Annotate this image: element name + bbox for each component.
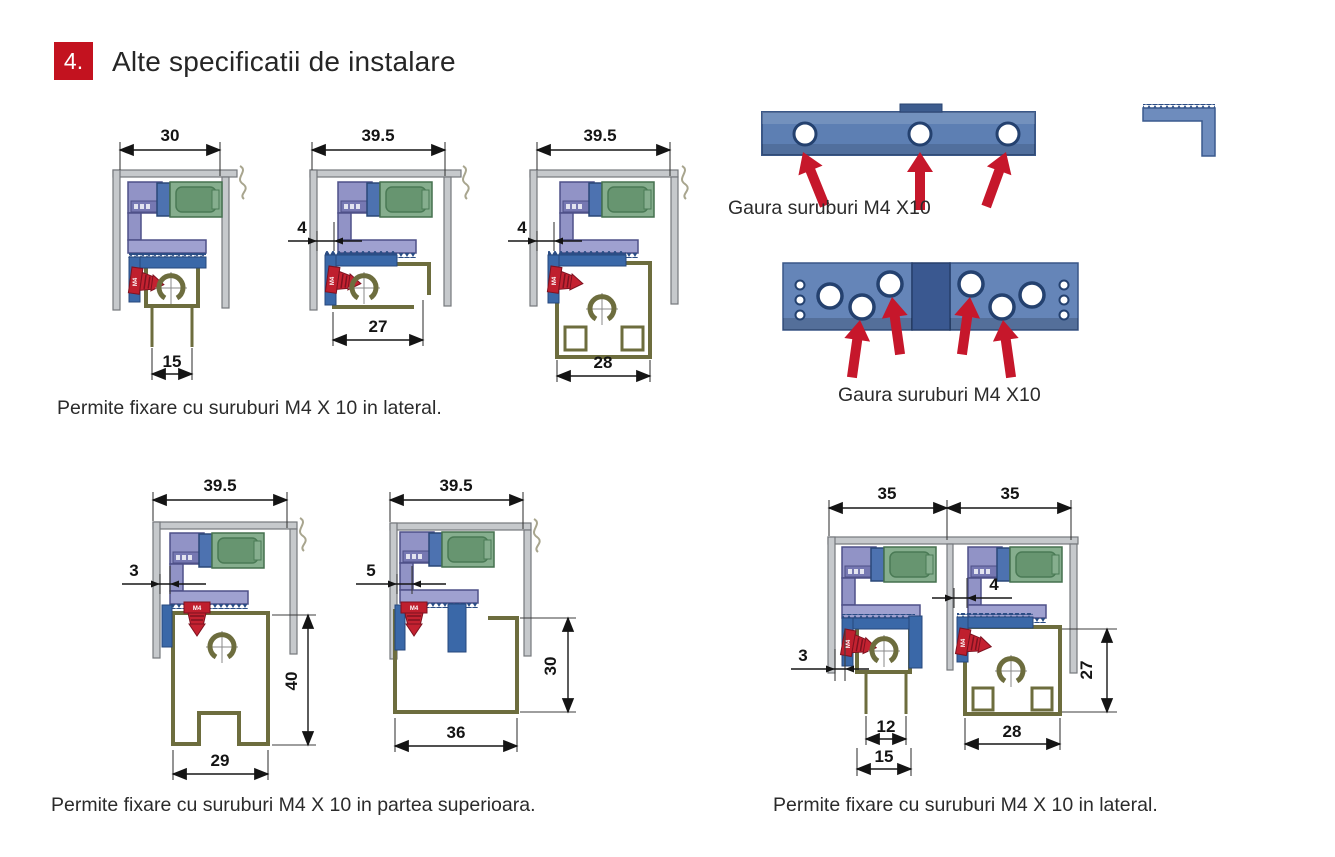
screw-hole [816, 282, 844, 310]
dimension: 39.5 [388, 476, 525, 529]
roller-head [559, 181, 655, 259]
dimension: 27 [331, 300, 425, 347]
svg-text:M4: M4 [410, 606, 419, 612]
screw-hole [957, 270, 985, 298]
dimension: 12 [864, 716, 908, 746]
dimension: 39.5 [535, 126, 672, 176]
cross-section-d5: M4 39.5 5 30 [356, 476, 576, 753]
dimension: 4 [508, 218, 582, 251]
svg-text:M4: M4 [133, 277, 139, 286]
dimension: 3 [122, 561, 206, 594]
cross-section-d4: M4 39.5 3 40 [122, 476, 316, 781]
svg-text:27: 27 [1077, 661, 1096, 680]
mounting-bar-three-holes: Gaura suruburi M4 X10 [728, 103, 1036, 219]
svg-text:4: 4 [297, 218, 307, 237]
svg-text:M4: M4 [552, 276, 558, 285]
screw-hole [907, 121, 933, 147]
svg-text:3: 3 [798, 646, 807, 665]
screw-hole [988, 293, 1016, 321]
svg-text:30: 30 [541, 657, 560, 676]
svg-text:28: 28 [1003, 722, 1022, 741]
pointer-arrow [973, 147, 1019, 211]
dimension: 39.5 [310, 126, 447, 176]
svg-text:29: 29 [211, 751, 230, 770]
roller-head [967, 546, 1063, 624]
svg-text:30: 30 [161, 126, 180, 145]
svg-text:35: 35 [878, 484, 897, 503]
svg-text:39.5: 39.5 [361, 126, 394, 145]
svg-text:4: 4 [989, 575, 999, 594]
caption-bottom-right: Permite fixare cu suruburi M4 X 10 in la… [773, 794, 1158, 816]
roller-head [841, 546, 937, 624]
hole-label: Gaura suruburi M4 X10 [728, 197, 931, 219]
svg-text:M4: M4 [846, 639, 852, 648]
caption-top-left: Permite fixare cu suruburi M4 X 10 in la… [57, 397, 442, 419]
screw-hole [848, 293, 876, 321]
svg-text:M4: M4 [330, 276, 336, 285]
roller-head [337, 181, 433, 259]
dimension: 40 [272, 613, 316, 747]
screw-hole [876, 270, 904, 298]
cross-section-d3: M4 39.5 4 28 [508, 126, 689, 383]
caption-bottom-left: Permite fixare cu suruburi M4 X 10 in pa… [51, 794, 535, 816]
bar-tab [899, 103, 943, 113]
dimension: 15 [855, 747, 913, 776]
roller-head [399, 531, 495, 609]
dimension: 3 [791, 629, 869, 681]
cross-section-double: M4 M4 35 35 [791, 484, 1117, 776]
dimension: 36 [393, 718, 519, 753]
cross-section-d2: M4 39.5 4 27 [288, 126, 470, 347]
screw-hole [995, 121, 1021, 147]
svg-text:12: 12 [877, 717, 896, 736]
cross-section-d1: M4 30 15 [112, 126, 247, 381]
section-number-badge: 4. [54, 42, 93, 80]
svg-text:35: 35 [1001, 484, 1020, 503]
pilot-holes [794, 279, 1070, 321]
svg-text:39.5: 39.5 [439, 476, 472, 495]
dimension: 28 [555, 353, 652, 383]
svg-text:40: 40 [282, 672, 301, 691]
mounting-bar-joined: Gaura suruburi M4 X10 [782, 262, 1079, 406]
dimension: 27 [1062, 627, 1117, 714]
svg-text:3: 3 [129, 561, 138, 580]
angle-bracket-side-view [1142, 104, 1216, 157]
roller-head [169, 532, 265, 610]
dimension: 39.5 [151, 476, 289, 528]
svg-text:28: 28 [594, 353, 613, 372]
svg-text:4: 4 [517, 218, 527, 237]
dimension: 5 [356, 561, 446, 594]
svg-text:39.5: 39.5 [203, 476, 236, 495]
svg-text:M4: M4 [193, 606, 202, 612]
page-title: Alte specificatii de instalare [112, 46, 456, 77]
bar-connector [911, 262, 951, 331]
dimension: 29 [171, 750, 270, 781]
roller-head [127, 181, 223, 259]
svg-text:15: 15 [875, 747, 894, 766]
dimension: 15 [150, 348, 194, 381]
screw-hole [1018, 281, 1046, 309]
dimension: 35 35 [827, 484, 1073, 540]
track-profile [171, 611, 270, 746]
track-profile [393, 609, 519, 714]
dimension: 4 [288, 218, 362, 251]
svg-text:15: 15 [163, 352, 182, 371]
dimension: 4 [932, 575, 1012, 608]
svg-text:36: 36 [447, 723, 466, 742]
dimension: 30 [118, 126, 222, 176]
svg-text:39.5: 39.5 [583, 126, 616, 145]
svg-text:27: 27 [369, 317, 388, 336]
svg-text:5: 5 [366, 561, 375, 580]
break-squiggle [239, 165, 247, 200]
screw-hole [792, 121, 818, 147]
hole-label: Gaura suruburi M4 X10 [838, 384, 1041, 406]
dimension: 28 [963, 718, 1062, 751]
dimension: 30 [520, 616, 576, 714]
svg-text:M4: M4 [961, 638, 967, 647]
